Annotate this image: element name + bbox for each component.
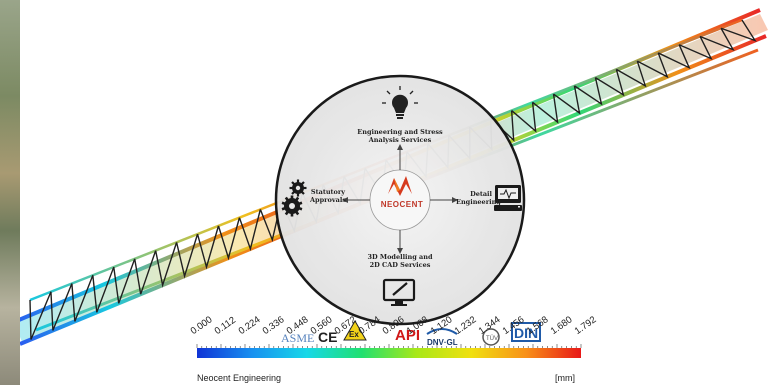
monitor-pen-icon xyxy=(382,278,416,306)
truss-web-member xyxy=(71,275,94,322)
gear-tooth xyxy=(296,193,300,197)
gear-tooth xyxy=(295,196,300,202)
gear-tooth xyxy=(300,181,305,186)
neocent-logo xyxy=(388,176,412,196)
brand-name: NEOCENT xyxy=(380,200,424,209)
svg-text:ASME: ASME xyxy=(281,331,314,345)
truss-web-member xyxy=(175,233,199,279)
computer-workstation-icon xyxy=(494,185,522,211)
truss-web-member xyxy=(678,36,713,61)
api-logo: API xyxy=(395,327,420,344)
truss-web-member xyxy=(92,266,115,313)
statutory-approvals-label: Statutory Approvals xyxy=(309,188,346,205)
truss-web-member xyxy=(636,52,669,79)
detail-engineering-label: Detail Engineering xyxy=(456,190,501,207)
gear-tooth xyxy=(298,201,303,206)
modelling-cad-label: 3D Modelling and 2D CAD Services xyxy=(367,253,433,270)
gear-tooth xyxy=(290,195,294,199)
truss-web-member xyxy=(720,19,757,42)
gear-tooth xyxy=(289,186,293,190)
truss-web-member xyxy=(595,69,625,97)
truss-web-member xyxy=(134,250,157,295)
svg-text:DNV·GL: DNV·GL xyxy=(427,338,458,347)
truss-web-member xyxy=(553,85,581,115)
svg-text:Ex: Ex xyxy=(349,330,359,339)
svg-text:DIN: DIN xyxy=(514,325,538,341)
certification-logos: ASME CE Ex API DNV·GL TÜV DIN xyxy=(281,320,541,347)
truss-web-member xyxy=(699,27,735,51)
truss-web-member xyxy=(532,94,559,124)
gear-tooth xyxy=(281,201,286,206)
gear-tooth xyxy=(298,206,303,211)
truss-web-member xyxy=(511,102,537,133)
unit-label: [mm] xyxy=(555,373,575,383)
svg-text:TÜV: TÜV xyxy=(486,335,498,342)
displacement-colorbar xyxy=(196,344,582,358)
dnv-gl-logo: DNV·GL xyxy=(426,328,458,347)
gear-tooth xyxy=(281,206,286,211)
truss-web-member xyxy=(154,242,178,288)
gear-tooth xyxy=(284,210,289,216)
asme-logo: ASME xyxy=(281,331,314,345)
din-logo: DIN xyxy=(511,322,541,342)
gear-tooth xyxy=(303,186,307,190)
services-hub xyxy=(274,74,526,326)
gear-tooth xyxy=(300,190,305,195)
svg-text:CE: CE xyxy=(318,329,337,345)
gear-tooth xyxy=(295,210,300,216)
svg-text:API: API xyxy=(395,327,420,344)
truss-web-member xyxy=(50,283,73,331)
truss-web-member xyxy=(238,209,262,252)
background-photo-edge xyxy=(0,0,20,385)
gear-tooth xyxy=(291,190,296,195)
gear-tooth xyxy=(296,179,300,183)
truss-web-member xyxy=(616,60,647,88)
atex-logo: Ex xyxy=(343,320,367,341)
gears-icon xyxy=(281,179,307,217)
ce-mark-logo: CE xyxy=(318,329,337,345)
truss-web-member xyxy=(217,217,241,261)
company-name: Neocent Engineering xyxy=(197,373,282,383)
truss-web-member xyxy=(29,291,52,340)
truss-web-member xyxy=(657,44,691,70)
gear-tooth xyxy=(290,213,294,217)
gear-tooth xyxy=(291,181,296,186)
truss-web-member xyxy=(113,258,136,304)
engineering-stress-analysis-label: Engineering and Stress Analysis Services xyxy=(357,128,443,145)
truss-web-member xyxy=(196,225,220,270)
truss-web-member xyxy=(574,77,603,106)
tuv-logo: TÜV xyxy=(482,328,500,346)
gear-tooth xyxy=(284,196,289,202)
lightbulb-icon xyxy=(382,86,418,119)
